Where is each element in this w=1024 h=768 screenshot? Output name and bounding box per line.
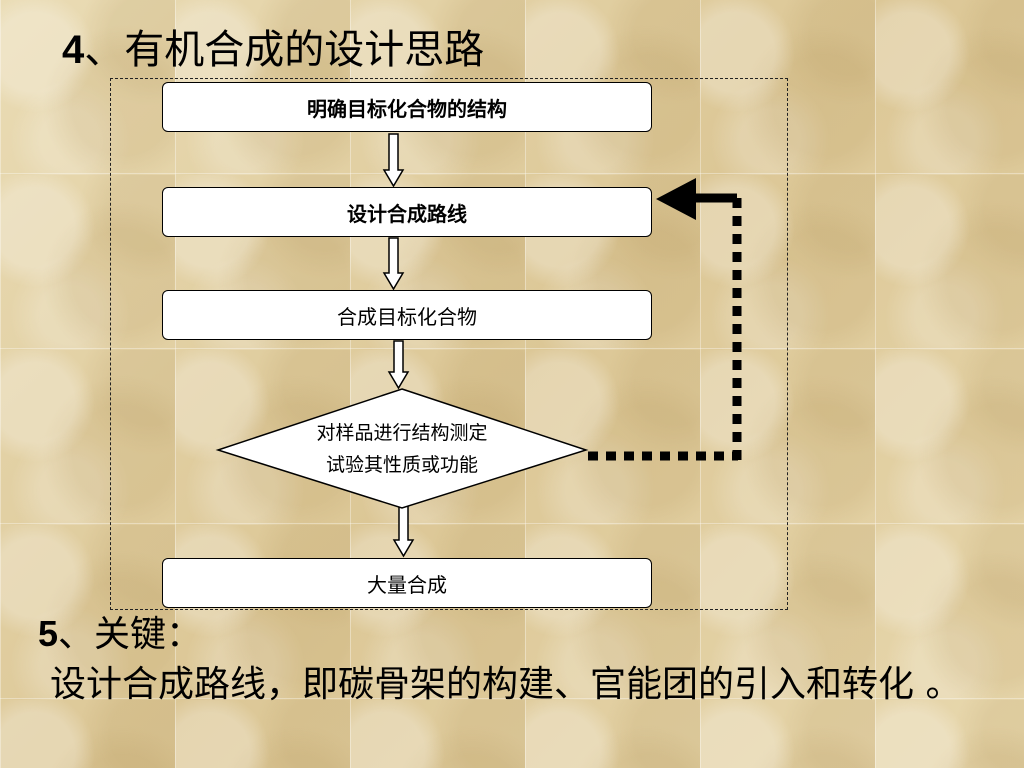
- decision-line-1: 对样品进行结构测定: [316, 422, 488, 444]
- slide-heading: 4、有机合成的设计思路: [62, 26, 484, 74]
- step-design-route: 设计合成路线: [162, 187, 652, 237]
- section5-number: 5: [38, 613, 59, 654]
- arrow-down-3: [387, 340, 410, 390]
- heading-number: 4: [62, 28, 85, 72]
- step-mass-synthesis: 大量合成: [162, 558, 652, 608]
- step-define-target-structure: 明确目标化合物的结构: [162, 82, 652, 132]
- decision-line-2: 试验其性质或功能: [325, 454, 478, 476]
- arrow-down-1: [382, 133, 405, 188]
- arrow-down-4: [392, 505, 415, 558]
- step-synthesize-target: 合成目标化合物: [162, 290, 652, 340]
- arrow-down-2: [382, 237, 405, 291]
- flowchart-frame: [110, 78, 788, 610]
- decision-diamond: [215, 388, 589, 509]
- section5-body: 设计合成路线，即碳骨架的构建、官能团的引入和转化 。: [50, 664, 962, 705]
- section5-heading: 5、关键：: [38, 612, 202, 657]
- feedback-arrowhead: [656, 178, 696, 220]
- section5-label: 、关键：: [58, 614, 203, 655]
- heading-text: 、有机合成的设计思路: [84, 27, 485, 73]
